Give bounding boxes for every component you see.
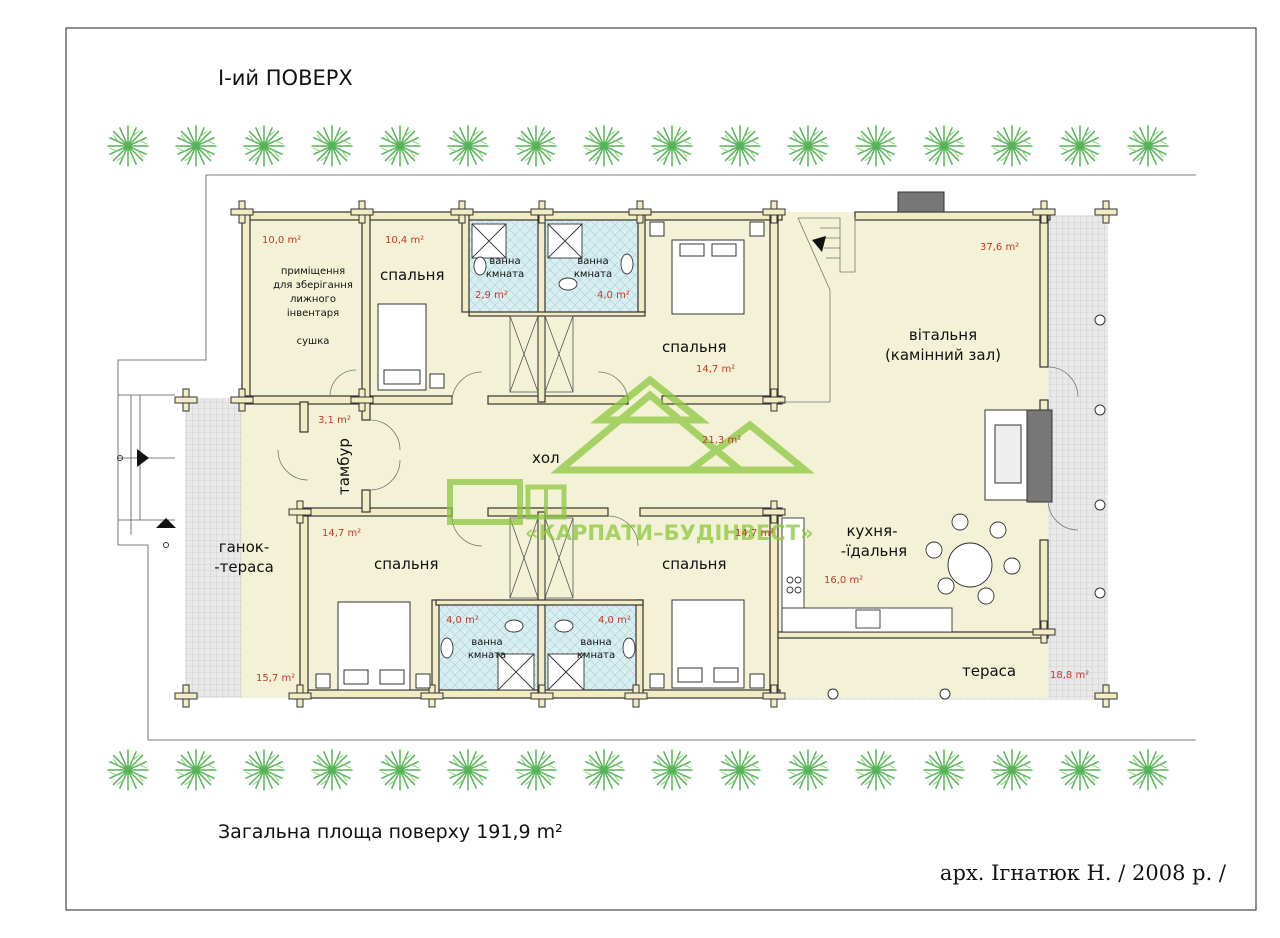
tree-row-bottom bbox=[106, 748, 1170, 792]
stairs-arrow-icon bbox=[812, 236, 826, 252]
room-name: хол bbox=[532, 449, 560, 467]
tree-icon bbox=[1058, 124, 1102, 168]
tree-icon bbox=[990, 748, 1034, 792]
room-name-line: кмната bbox=[577, 650, 615, 661]
room-area: 14,7 m² bbox=[735, 528, 774, 539]
watermark-text: «КАРПАТИ–БУДІНВЕСТ» bbox=[525, 521, 814, 545]
room-name-line: ганок- bbox=[219, 538, 270, 556]
room-name: тамбур bbox=[335, 438, 353, 495]
tree-icon bbox=[310, 124, 354, 168]
tree-icon bbox=[514, 748, 558, 792]
room-name-line: кмната bbox=[574, 269, 612, 280]
sheet-frame bbox=[65, 27, 1257, 911]
entrance-arrow-icon bbox=[137, 449, 149, 467]
room-name-line: ванна bbox=[577, 256, 608, 267]
tree-icon bbox=[922, 124, 966, 168]
room-name-line: приміщення bbox=[281, 265, 345, 277]
tree-icon bbox=[446, 124, 490, 168]
tree-icon bbox=[718, 124, 762, 168]
room-name-line: ванна bbox=[580, 637, 611, 648]
tree-icon bbox=[582, 124, 626, 168]
tree-icon bbox=[650, 124, 694, 168]
total-area-caption: Загальна площа поверху 191,9 m² bbox=[218, 821, 563, 843]
tree-icon bbox=[514, 124, 558, 168]
floor-title: І-ий ПОВЕРХ bbox=[218, 66, 353, 90]
room-area: 2,9 m² bbox=[475, 290, 508, 301]
architect-signature: арх. Ігнатюк Н. / 2008 р. / bbox=[940, 861, 1227, 885]
room-area: 4,0 m² bbox=[446, 615, 479, 626]
closets bbox=[509, 315, 574, 599]
room-area: 14,7 m² bbox=[696, 364, 735, 375]
room-area: 10,4 m² bbox=[385, 235, 424, 246]
site-outline bbox=[117, 174, 1196, 741]
room-name-line: інвентаря bbox=[287, 307, 339, 319]
kitchen-furniture bbox=[781, 513, 1021, 633]
room-name-line: -тераса bbox=[214, 558, 274, 576]
entrance bbox=[117, 394, 176, 548]
tree-icon bbox=[378, 748, 422, 792]
room-name-line: -їдальня bbox=[841, 542, 907, 560]
chimney bbox=[897, 191, 945, 213]
entrance-arrow-icon bbox=[156, 518, 176, 528]
tree-icon bbox=[582, 748, 626, 792]
tree-icon bbox=[242, 748, 286, 792]
room-name-line: лижного bbox=[290, 294, 336, 305]
room-area: 4,0 m² bbox=[598, 615, 631, 626]
tree-icon bbox=[174, 748, 218, 792]
room-name-line: ванна bbox=[471, 637, 502, 648]
tree-icon bbox=[786, 124, 830, 168]
tree-icon bbox=[786, 748, 830, 792]
east-terrace-floor bbox=[1048, 215, 1108, 700]
tree-icon bbox=[854, 748, 898, 792]
room-name: спальня bbox=[662, 338, 727, 356]
tree-icon bbox=[174, 124, 218, 168]
room-area: 16,0 m² bbox=[824, 575, 863, 586]
tree-icon bbox=[718, 748, 762, 792]
room-area: 3,1 m² bbox=[318, 415, 351, 426]
bath-fixtures bbox=[440, 223, 636, 691]
room-name-line: (камінний зал) bbox=[885, 346, 1001, 364]
room-area: 37,6 m² bbox=[980, 242, 1019, 253]
tree-row-top bbox=[106, 124, 1170, 168]
room-labels: 10,0 m² приміщення для зберігання лижног… bbox=[214, 235, 1089, 684]
tree-icon bbox=[990, 124, 1034, 168]
room-area: 10,0 m² bbox=[262, 235, 301, 246]
room-name: спальня bbox=[662, 555, 727, 573]
room-name-line: для зберігання bbox=[273, 279, 353, 291]
room-name-line: вітальня bbox=[909, 326, 977, 344]
tree-icon bbox=[650, 748, 694, 792]
tree-icon bbox=[922, 748, 966, 792]
tree-icon bbox=[242, 124, 286, 168]
room-name-line: кухня- bbox=[846, 522, 897, 540]
room-area: 15,7 m² bbox=[256, 673, 295, 684]
terrace-columns bbox=[827, 314, 1106, 700]
room-name: спальня bbox=[380, 266, 445, 284]
door-swings bbox=[277, 366, 1079, 547]
fireplace bbox=[984, 409, 1053, 503]
room-name-line: кмната bbox=[486, 269, 524, 280]
room-area: 4,0 m² bbox=[597, 290, 630, 301]
tree-icon bbox=[378, 124, 422, 168]
tree-icon bbox=[1126, 124, 1170, 168]
room-name: тераса bbox=[962, 662, 1016, 680]
room-name-line: ванна bbox=[489, 256, 520, 267]
room-extra: сушка bbox=[297, 336, 330, 347]
tree-icon bbox=[854, 124, 898, 168]
room-area: 18,8 m² bbox=[1050, 670, 1089, 681]
tree-icon bbox=[106, 124, 150, 168]
tree-icon bbox=[446, 748, 490, 792]
stairs bbox=[778, 217, 856, 403]
room-name: спальня bbox=[374, 555, 439, 573]
room-name-line: кмната bbox=[468, 650, 506, 661]
furniture bbox=[315, 221, 765, 691]
watermark: «КАРПАТИ–БУДІНВЕСТ» bbox=[447, 375, 815, 545]
room-area: 14,7 m² bbox=[322, 528, 361, 539]
tree-icon bbox=[1126, 748, 1170, 792]
tree-icon bbox=[106, 748, 150, 792]
tree-icon bbox=[1058, 748, 1102, 792]
tree-icon bbox=[310, 748, 354, 792]
room-area: 21,3 m² bbox=[702, 435, 741, 446]
